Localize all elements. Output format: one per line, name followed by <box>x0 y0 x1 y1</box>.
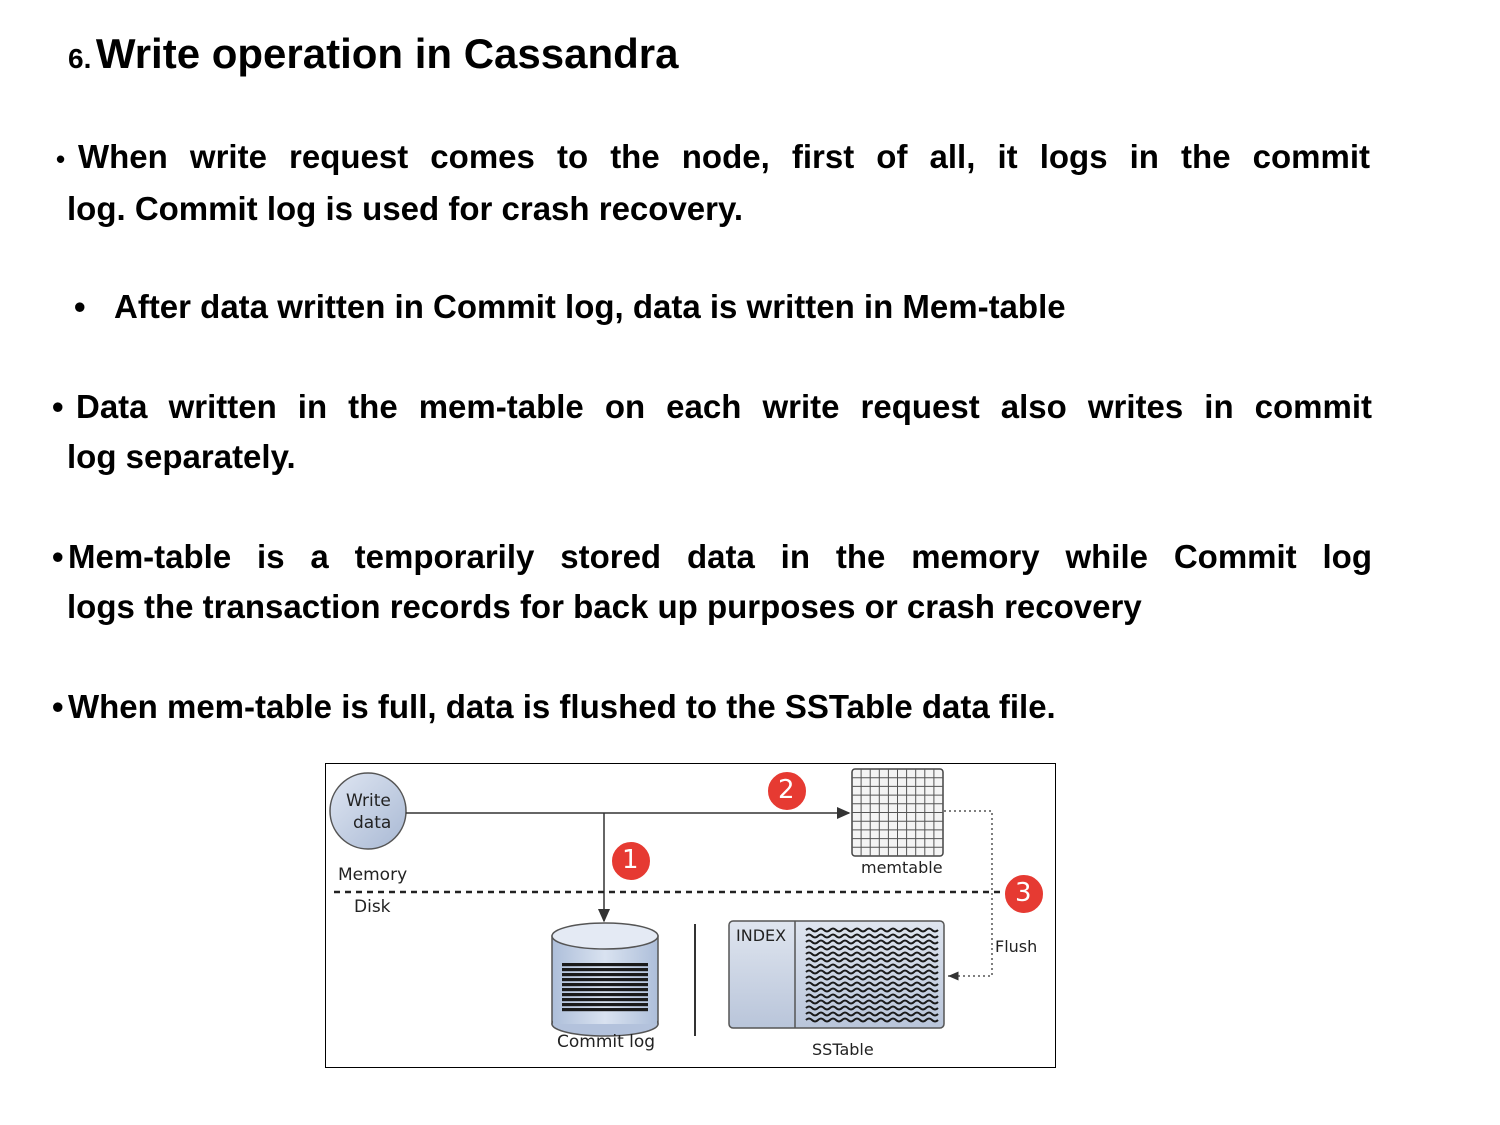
bullet-4-line1: Mem-table is a temporarily stored data i… <box>68 538 1372 575</box>
write-data-node <box>329 772 407 850</box>
sstable-label: SSTable <box>812 1040 874 1059</box>
bullet-symbol: • <box>52 538 64 575</box>
bullet-3-line2: log separately. <box>67 438 296 475</box>
write-data-label-1: Write <box>346 791 391 811</box>
sstable-block <box>728 920 945 1029</box>
memory-label: Memory <box>338 865 408 885</box>
flush-label: Flush <box>995 937 1038 956</box>
disk-label: Disk <box>354 897 391 917</box>
step-2-number: 2 <box>778 775 795 805</box>
flush-path <box>944 810 993 981</box>
write-path-diagram: Write data Memory Disk memtable INDEX Fl… <box>325 763 1056 1068</box>
diagram-graphics <box>329 768 1045 1037</box>
bullet-1: • When write request comes to the node, f… <box>56 132 1370 234</box>
bullet-4-line2: logs the transaction records for back up… <box>67 588 1142 625</box>
bullet-1-line2: log. Commit log is used for crash recove… <box>67 190 744 227</box>
bullet-symbol: • <box>56 144 66 174</box>
memtable-grid <box>851 768 944 857</box>
bullet-4: •Mem-table is a temporarily stored data … <box>52 532 1372 632</box>
bullet-5-line1: When mem-table is full, data is flushed … <box>68 688 1056 725</box>
step-2-badge <box>766 770 808 812</box>
index-label: INDEX <box>736 926 787 945</box>
write-data-label-2: data <box>353 813 392 833</box>
bullet-2-line1: After data written in Commit log, data i… <box>114 288 1066 325</box>
commit-log-drum <box>551 922 659 1037</box>
step-1-badge <box>610 840 652 882</box>
slide-title: 6. Write operation in Cassandra <box>68 30 679 78</box>
bullet-symbol: • <box>74 288 86 325</box>
memtable-label: memtable <box>861 858 943 877</box>
step-1-number: 1 <box>622 845 639 875</box>
step-3-badge <box>1003 873 1045 915</box>
step-3-number: 3 <box>1015 878 1032 908</box>
bullet-3: • Data written in the mem-table on each w… <box>52 382 1372 482</box>
bullet-symbol: • <box>52 388 64 425</box>
bullet-1-line1: When write request comes to the node, fi… <box>78 138 1370 175</box>
bullet-symbol: • <box>52 688 64 725</box>
bullet-2: • After data written in Commit log, data … <box>74 282 1274 332</box>
bullet-5: •When mem-table is full, data is flushed… <box>52 682 1252 732</box>
bullet-3-line1: Data written in the mem-table on each wr… <box>76 388 1372 425</box>
title-number: 6. <box>68 43 92 74</box>
commit-log-label: Commit log <box>557 1032 656 1052</box>
title-text: Write operation in Cassandra <box>95 30 679 77</box>
